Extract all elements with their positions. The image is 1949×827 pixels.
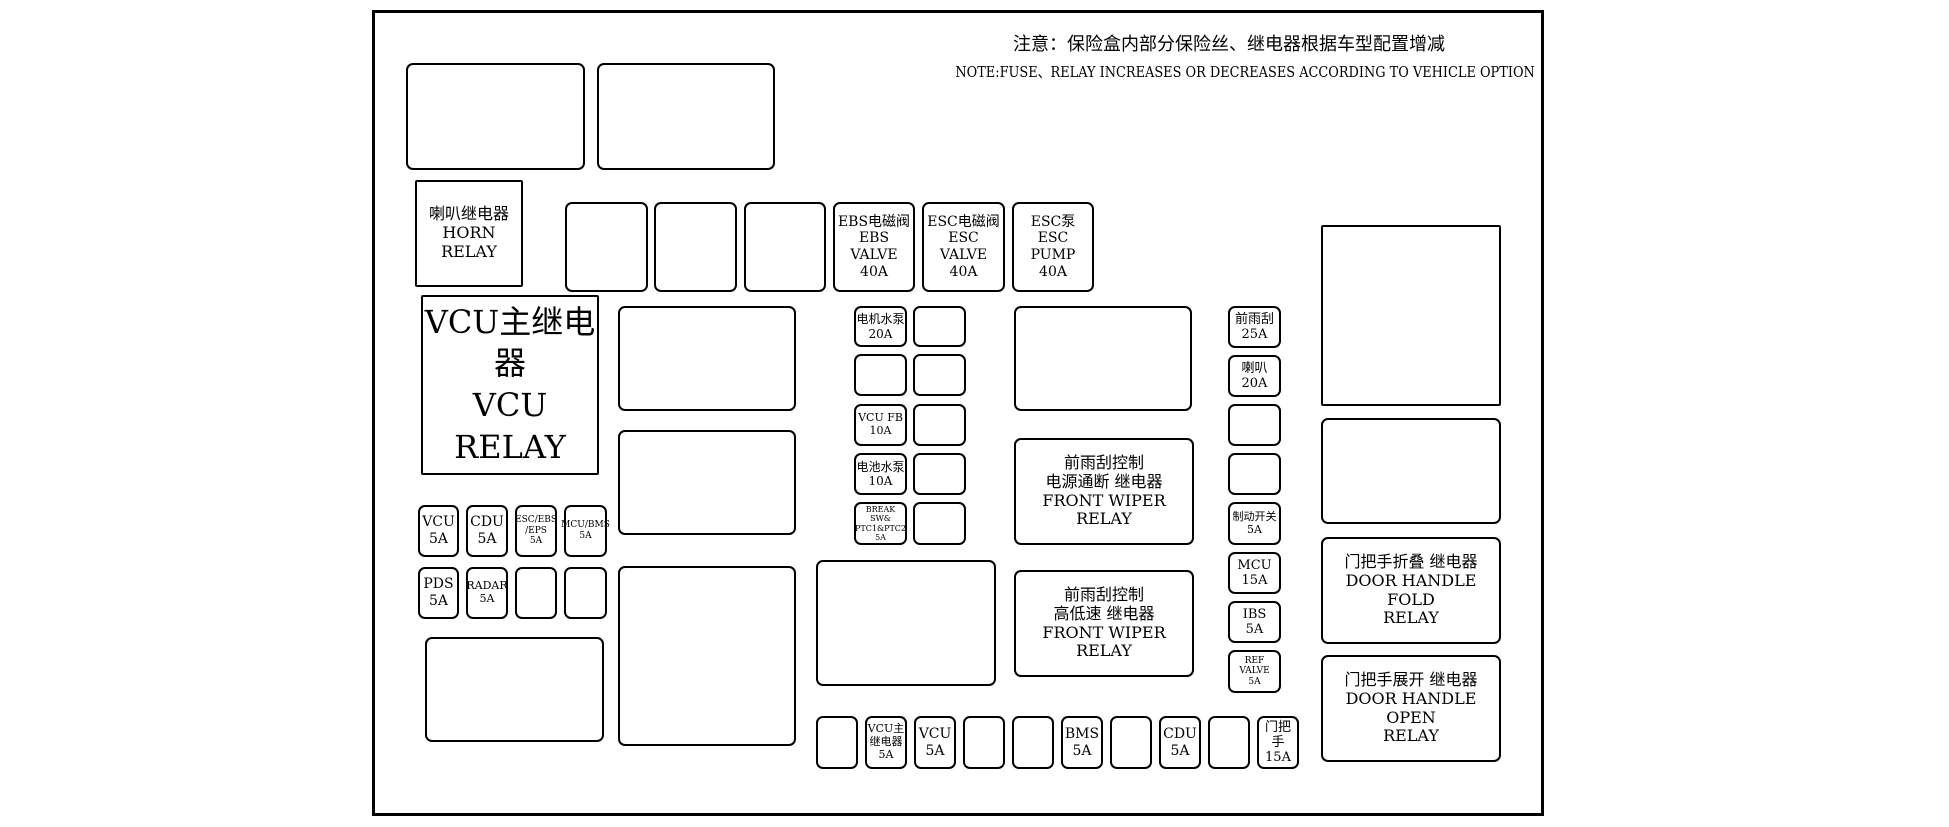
fuse-break-sw-ptc: BREAK SW& PTC1&PTC2 5A (854, 502, 907, 545)
empty-maxi-3 (744, 202, 826, 292)
fuse-vcu-5a: VCU 5A (418, 505, 459, 557)
fuse-vcu-main-relay-5a: VCU主 继电器 5A (865, 716, 907, 769)
horn-relay: 喇叭继电器 HORN RELAY (415, 180, 523, 287)
empty-relay-center-bottom (816, 560, 996, 686)
empty-fuse-right-1 (1228, 404, 1281, 446)
fuse-brake-switch-5a: 制动开关 5A (1228, 502, 1281, 545)
vcu-main-relay: VCU主继电器 VCU RELAY (421, 295, 599, 475)
fuse-door-handle-15a: 门把手 15A (1257, 716, 1299, 769)
empty-slot-top-2 (597, 63, 775, 170)
empty-fuse-center-b4 (913, 453, 966, 495)
fuse-bms-5a: BMS 5A (1061, 716, 1103, 769)
empty-fuse-left-2 (564, 567, 607, 619)
fuse-box-outline (372, 10, 1544, 816)
esc-pump-fuse: ESC泵 ESC PUMP 40A (1012, 202, 1094, 292)
empty-relay-bottom-left (425, 637, 604, 742)
fuse-motor-pump-20a: 电机水泵 20A (854, 306, 907, 347)
ebs-valve-fuse: EBS电磁阀 EBS VALVE 40A (833, 202, 915, 292)
fuse-vcu-fb-10a: VCU FB 10A (854, 404, 907, 446)
fuse-cdu-5a-bottom: CDU 5A (1159, 716, 1201, 769)
empty-fuse-bottom-3 (1012, 716, 1054, 769)
fuse-front-wiper-25a: 前雨刮 25A (1228, 306, 1281, 348)
note-english: NOTE:FUSE、RELAY INCREASES OR DECREASES A… (955, 63, 1535, 81)
empty-fuse-bottom-2 (963, 716, 1005, 769)
empty-relay-left-2 (618, 430, 796, 535)
fuse-ref-valve-5a: REF VALVE 5A (1228, 650, 1281, 693)
empty-maxi-1 (565, 202, 648, 292)
fuse-vcu-5a-bottom: VCU 5A (914, 716, 956, 769)
empty-fuse-bottom-5 (1208, 716, 1250, 769)
front-wiper-power-relay: 前雨刮控制 电源通断 继电器 FRONT WIPER RELAY (1014, 438, 1194, 545)
empty-fuse-left-1 (515, 567, 557, 619)
empty-fuse-center-a2 (854, 354, 907, 396)
empty-relay-right-1 (1014, 306, 1192, 411)
fuse-esc-ebs-eps: ESC/EBS /EPS 5A (515, 505, 557, 557)
empty-fuse-bottom-4 (1110, 716, 1152, 769)
empty-fuse-center-b3 (913, 404, 966, 446)
fuse-horn-20a: 喇叭 20A (1228, 355, 1281, 397)
empty-relay-left-1 (618, 306, 796, 411)
fuse-battery-pump-10a: 电池水泵 10A (854, 453, 907, 495)
door-handle-fold-relay: 门把手折叠 继电器 DOOR HANDLE FOLD RELAY (1321, 537, 1501, 644)
fuse-mcu-15a: MCU 15A (1228, 552, 1281, 594)
fuse-mcu-bms: MCU/BMS 5A (561, 505, 610, 557)
empty-fuse-bottom-1 (816, 716, 858, 769)
empty-slot-top-1 (406, 63, 585, 170)
fuse-radar-5a: RADAR 5A (466, 567, 508, 619)
empty-fuse-center-b1 (913, 306, 966, 347)
front-wiper-speed-relay: 前雨刮控制 高低速 继电器 FRONT WIPER RELAY (1014, 570, 1194, 677)
fuse-pds-5a: PDS 5A (418, 567, 459, 619)
fuse-ibs-5a: IBS 5A (1228, 601, 1281, 643)
empty-fuse-center-b2 (913, 354, 966, 396)
fuse-cdu-5a: CDU 5A (466, 505, 508, 557)
empty-relay-far-right-1 (1321, 225, 1501, 406)
esc-valve-fuse: ESC电磁阀 ESC VALVE 40A (922, 202, 1005, 292)
note-chinese: 注意：保险盒内部分保险丝、继电器根据车型配置增减 (1013, 34, 1445, 55)
empty-relay-far-right-2 (1321, 418, 1501, 524)
empty-maxi-2 (654, 202, 737, 292)
empty-relay-left-3 (618, 566, 796, 746)
empty-fuse-right-2 (1228, 453, 1281, 495)
empty-fuse-center-b5 (913, 502, 966, 545)
door-handle-open-relay: 门把手展开 继电器 DOOR HANDLE OPEN RELAY (1321, 655, 1501, 762)
